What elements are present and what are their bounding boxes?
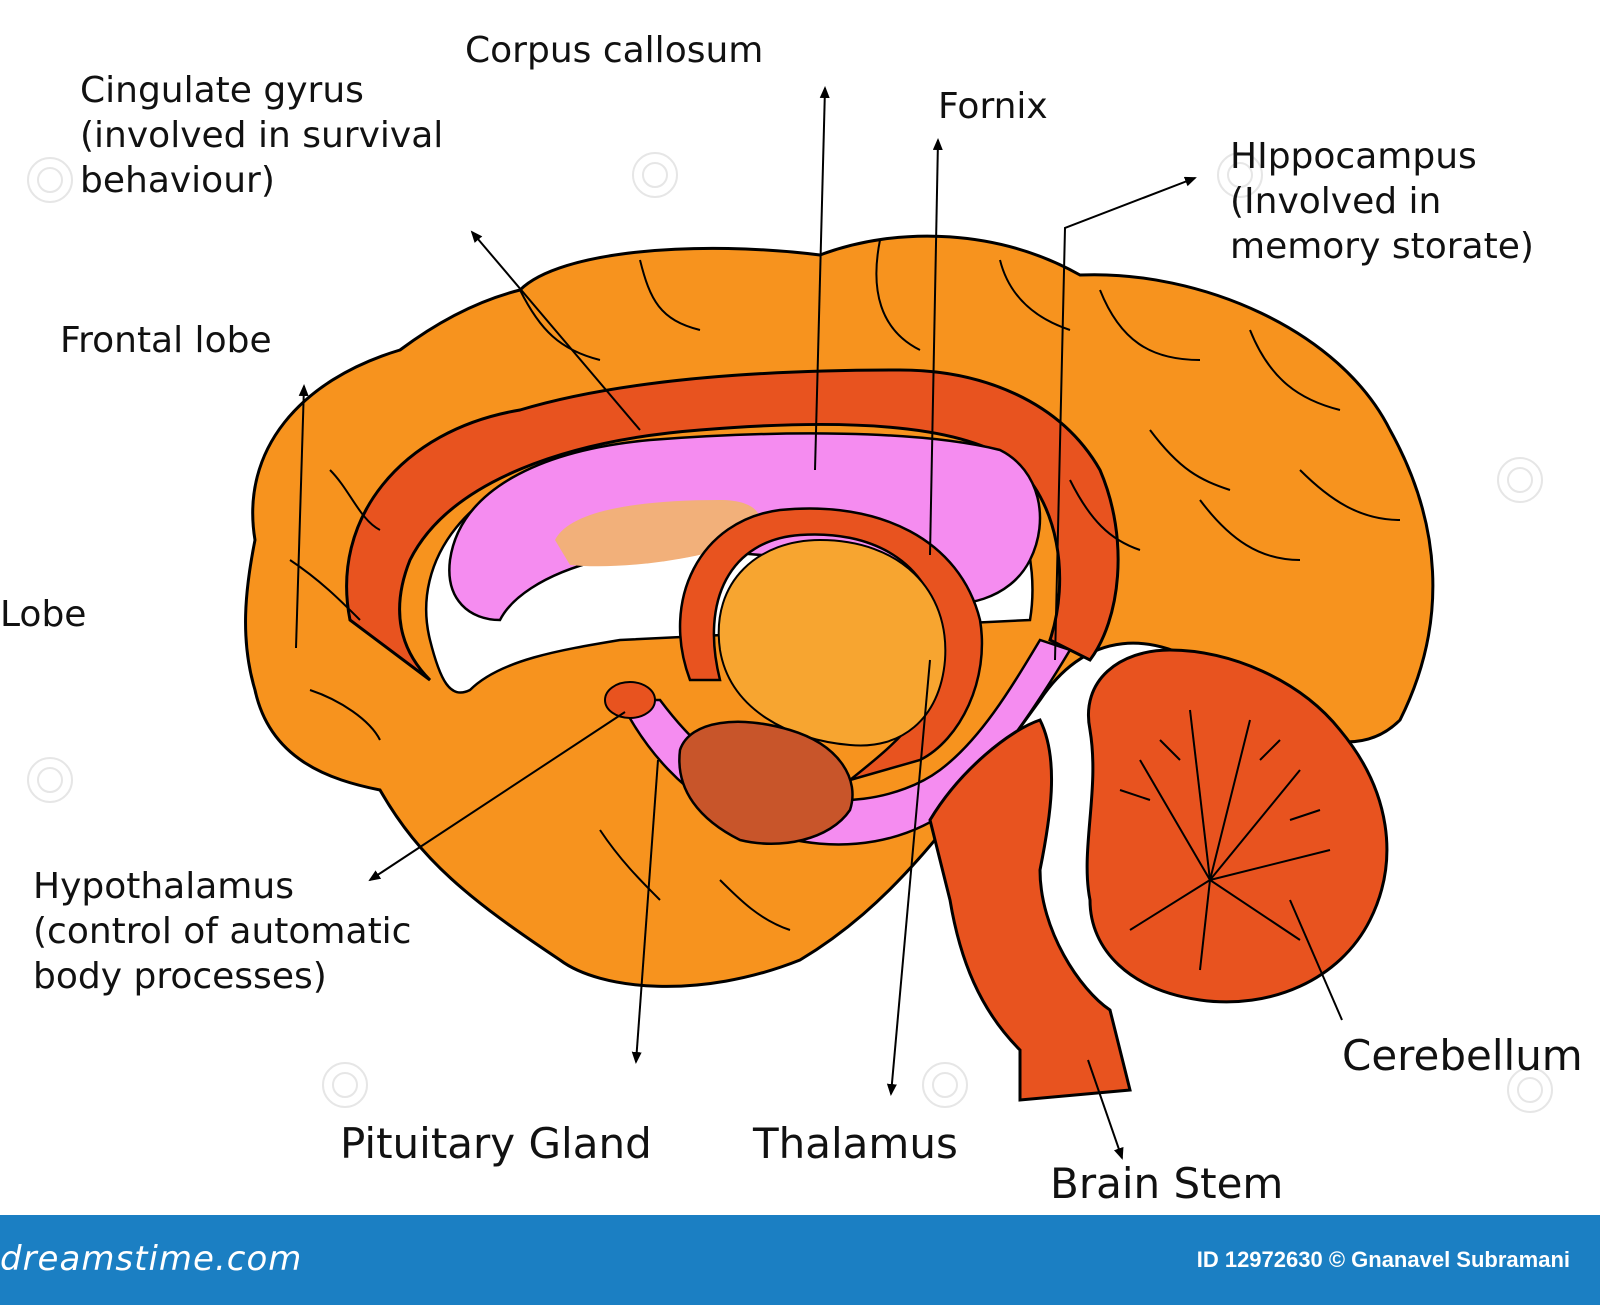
footer-credit: ID 12972630 © Gnanavel Subramani xyxy=(1196,1247,1570,1272)
label-cingulate-line2: (involved in survival xyxy=(80,115,444,156)
label-hippocampus-line3: memory storate) xyxy=(1230,226,1534,267)
label-corpus-callosum: Corpus callosum xyxy=(465,30,764,71)
label-cingulate-gyrus: Cingulate gyrus (involved in survival be… xyxy=(80,68,443,203)
pointer-arrows xyxy=(295,86,1343,1160)
arbor-vitae xyxy=(1119,709,1331,971)
cerebellum-shape xyxy=(1085,648,1389,1004)
arrow-frontal-lobe xyxy=(295,384,309,649)
footer-logo[interactable]: dreamstime.com xyxy=(0,1239,303,1279)
arrow-cerebellum xyxy=(1289,899,1343,1021)
arrow-cingulate-gyrus xyxy=(470,230,641,431)
arrow-pituitary xyxy=(631,759,659,1064)
label-brain-stem: Brain Stem xyxy=(1050,1159,1284,1208)
label-cingulate-line3: behaviour) xyxy=(80,160,275,201)
arrow-thalamus xyxy=(886,659,931,1096)
label-cingulate-line1: Cingulate gyrus xyxy=(80,70,364,111)
brainstem-shape xyxy=(928,718,1132,1102)
sulci xyxy=(289,239,1401,931)
cingulate-gyrus xyxy=(345,368,1120,682)
label-pituitary-gland: Pituitary Gland xyxy=(340,1119,652,1168)
fornix-shape xyxy=(678,507,984,782)
label-frontal-lobe: Frontal lobe xyxy=(60,320,272,361)
arrow-hippocampus xyxy=(1054,176,1197,661)
label-hypothalamus-line2: (control of automatic xyxy=(33,911,412,952)
label-hypothalamus-line3: body processes) xyxy=(33,956,327,997)
arrow-fornix xyxy=(929,138,943,556)
label-lobe: Lobe xyxy=(0,594,87,635)
label-hippocampus-line2: (Involved in xyxy=(1230,181,1442,222)
label-hippocampus-line1: HIppocampus xyxy=(1230,136,1477,177)
hypothalamus-shape xyxy=(604,681,656,719)
label-fornix: Fornix xyxy=(938,86,1048,127)
brain-diagram xyxy=(27,86,1553,1160)
label-hypothalamus: Hypothalamus (control of automatic body … xyxy=(33,864,411,999)
label-cerebellum: Cerebellum xyxy=(1342,1031,1583,1080)
watermark-swirls xyxy=(27,152,1553,1113)
label-hypothalamus-line1: Hypothalamus xyxy=(33,866,294,907)
arrow-hypothalamus xyxy=(368,711,626,882)
midbrain-shape xyxy=(678,720,854,845)
arrow-corpus-callosum xyxy=(814,86,830,471)
footer-bar: dreamstime.com ID 12972630 © Gnanavel Su… xyxy=(0,1215,1600,1305)
label-thalamus: Thalamus xyxy=(753,1119,958,1168)
arrow-brain-stem xyxy=(1087,1059,1124,1160)
label-hippocampus: HIppocampus (Involved in memory storate) xyxy=(1230,134,1534,269)
